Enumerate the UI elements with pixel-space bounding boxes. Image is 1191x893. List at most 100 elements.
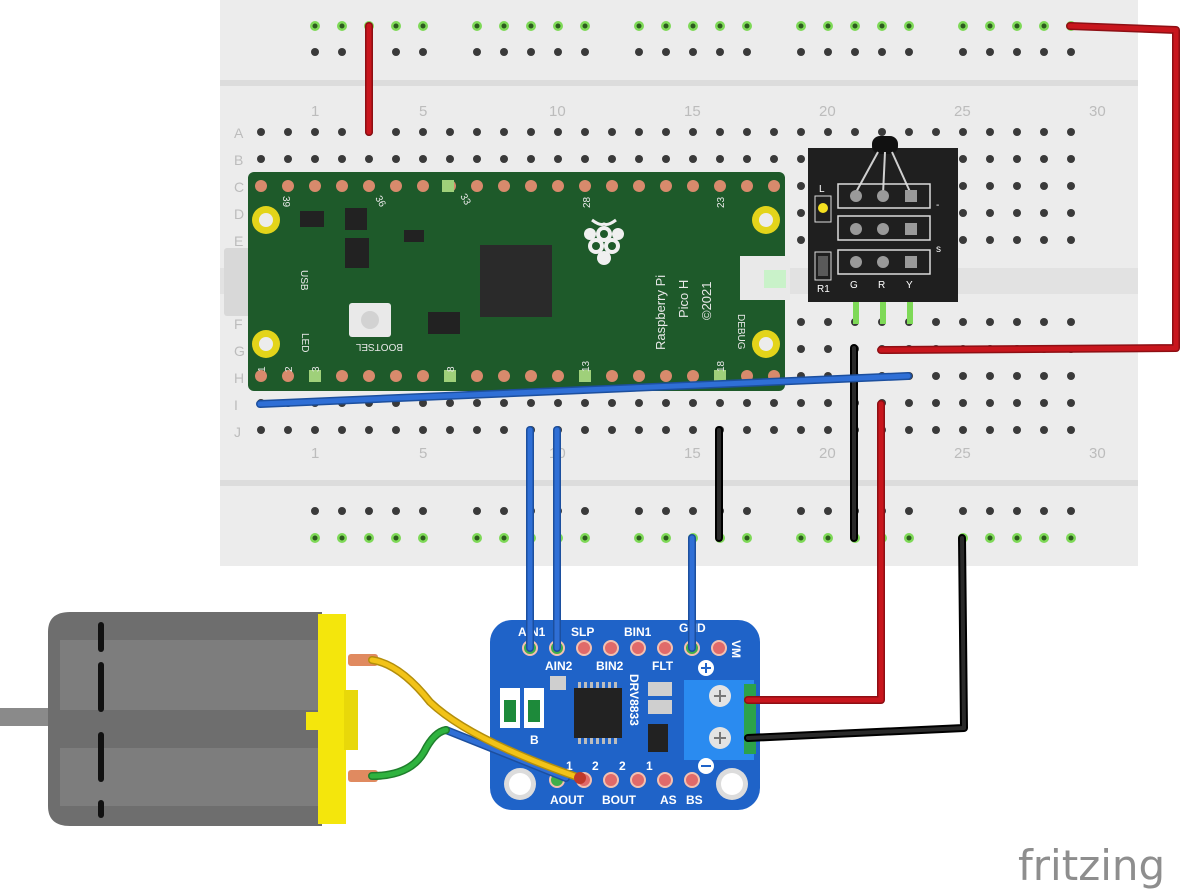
- breadboard-hole: [662, 155, 670, 163]
- svg-text:BOUT: BOUT: [602, 793, 637, 807]
- breadboard-hole: [905, 128, 913, 136]
- breadboard-hole-center: [825, 535, 831, 541]
- breadboard-hole: [986, 507, 994, 515]
- breadboard-hole-center: [582, 23, 588, 29]
- svg-text:s: s: [936, 244, 941, 255]
- svg-text:L: L: [819, 184, 825, 195]
- svg-text:3: 3: [311, 366, 322, 372]
- raspberry-pi-pico[interactable]: Raspberry Pi Pico H ©2021 USB LED BOOTSE…: [224, 172, 790, 391]
- breadboard-hole: [959, 399, 967, 407]
- breadboard-hole: [635, 426, 643, 434]
- svg-text:39: 39: [280, 196, 291, 208]
- pico-pin: [417, 180, 429, 192]
- svg-text:2: 2: [619, 759, 626, 773]
- breadboard-hole: [986, 236, 994, 244]
- svg-text:20: 20: [819, 445, 836, 462]
- svg-text:Y: Y: [906, 280, 913, 291]
- svg-text:H: H: [234, 370, 244, 386]
- sensor-component: [872, 136, 898, 154]
- svg-text:30: 30: [1089, 103, 1106, 120]
- pico-pin: [444, 370, 456, 382]
- rp2040-chip: [480, 245, 552, 317]
- breadboard-hole: [1040, 426, 1048, 434]
- breadboard-hole: [1067, 155, 1075, 163]
- pico-pin: [579, 370, 591, 382]
- breadboard-hole: [527, 128, 535, 136]
- breadboard-hole: [1013, 399, 1021, 407]
- breadboard-hole: [284, 426, 292, 434]
- breadboard-hole: [257, 128, 265, 136]
- breadboard-hole: [905, 399, 913, 407]
- pico-pin: [633, 180, 645, 192]
- driver-pin: [603, 640, 619, 656]
- svg-text:A: A: [234, 125, 244, 141]
- breadboard-hole: [797, 128, 805, 136]
- svg-text:D: D: [234, 206, 244, 222]
- breadboard-hole: [1013, 48, 1021, 56]
- pico-name: Raspberry Pi: [653, 275, 668, 350]
- breadboard-hole: [581, 507, 589, 515]
- breadboard-hole: [824, 399, 832, 407]
- svg-text:C: C: [234, 179, 244, 195]
- svg-text:5: 5: [419, 445, 427, 462]
- svg-text:AOUT: AOUT: [550, 793, 585, 807]
- breadboard-hole: [797, 155, 805, 163]
- breadboard-hole: [932, 399, 940, 407]
- usb-label: USB: [298, 270, 309, 291]
- breadboard-hole: [500, 399, 508, 407]
- breadboard-hole: [959, 372, 967, 380]
- pico-pin: [442, 180, 454, 192]
- breadboard-hole: [257, 426, 265, 434]
- pico-silkscreen: Raspberry Pi Pico H ©2021 USB LED BOOTSE…: [257, 192, 746, 372]
- breadboard-hole: [1040, 372, 1048, 380]
- breadboard-hole: [446, 155, 454, 163]
- dc-motor[interactable]: [0, 612, 378, 826]
- pico-pin: [579, 180, 591, 192]
- breadboard-hole: [797, 399, 805, 407]
- breadboard-hole-center: [987, 535, 993, 541]
- breadboard-hole: [959, 236, 967, 244]
- svg-text:8: 8: [446, 366, 457, 372]
- breadboard-hole-center: [744, 535, 750, 541]
- breadboard-hole: [716, 155, 724, 163]
- breadboard-hole: [743, 128, 751, 136]
- breadboard-hole: [959, 182, 967, 190]
- breadboard-hole: [554, 399, 562, 407]
- breadboard-hole: [851, 48, 859, 56]
- pico-pin: [525, 180, 537, 192]
- breadboard-hole: [689, 48, 697, 56]
- breadboard-hole: [1013, 372, 1021, 380]
- breadboard-hole: [581, 48, 589, 56]
- breadboard-hole: [1067, 318, 1075, 326]
- breadboard-hole-center: [582, 535, 588, 541]
- breadboard-hole: [1067, 209, 1075, 217]
- breadboard-hole: [689, 507, 697, 515]
- svg-text:18: 18: [716, 360, 727, 372]
- breadboard-hole: [608, 155, 616, 163]
- column-numbers-top: 1 5 10 15 20 25 30: [311, 103, 1106, 120]
- breadboard-hole: [419, 128, 427, 136]
- breadboard-hole: [311, 48, 319, 56]
- breadboard-hole: [824, 318, 832, 326]
- breadboard-hole: [932, 426, 940, 434]
- svg-text:R1: R1: [817, 284, 830, 295]
- breadboard-hole: [797, 182, 805, 190]
- breadboard-hole: [986, 48, 994, 56]
- breadboard-hole: [905, 48, 913, 56]
- breadboard-hole: [392, 155, 400, 163]
- svg-text:BIN1: BIN1: [624, 625, 652, 639]
- breadboard-hole: [770, 155, 778, 163]
- breadboard-hole: [1040, 318, 1048, 326]
- breadboard-hole: [959, 507, 967, 515]
- svg-text:23: 23: [716, 196, 727, 208]
- breadboard-hole: [662, 48, 670, 56]
- sensor-module[interactable]: L R1 - s G R Y: [808, 136, 958, 324]
- pico-year: ©2021: [699, 282, 714, 321]
- breadboard-hole: [338, 507, 346, 515]
- breadboard-hole-center: [798, 535, 804, 541]
- breadboard-hole-center: [555, 23, 561, 29]
- pico-model: Pico H: [676, 280, 691, 318]
- breadboard-hole: [986, 318, 994, 326]
- pico-pin: [309, 370, 321, 382]
